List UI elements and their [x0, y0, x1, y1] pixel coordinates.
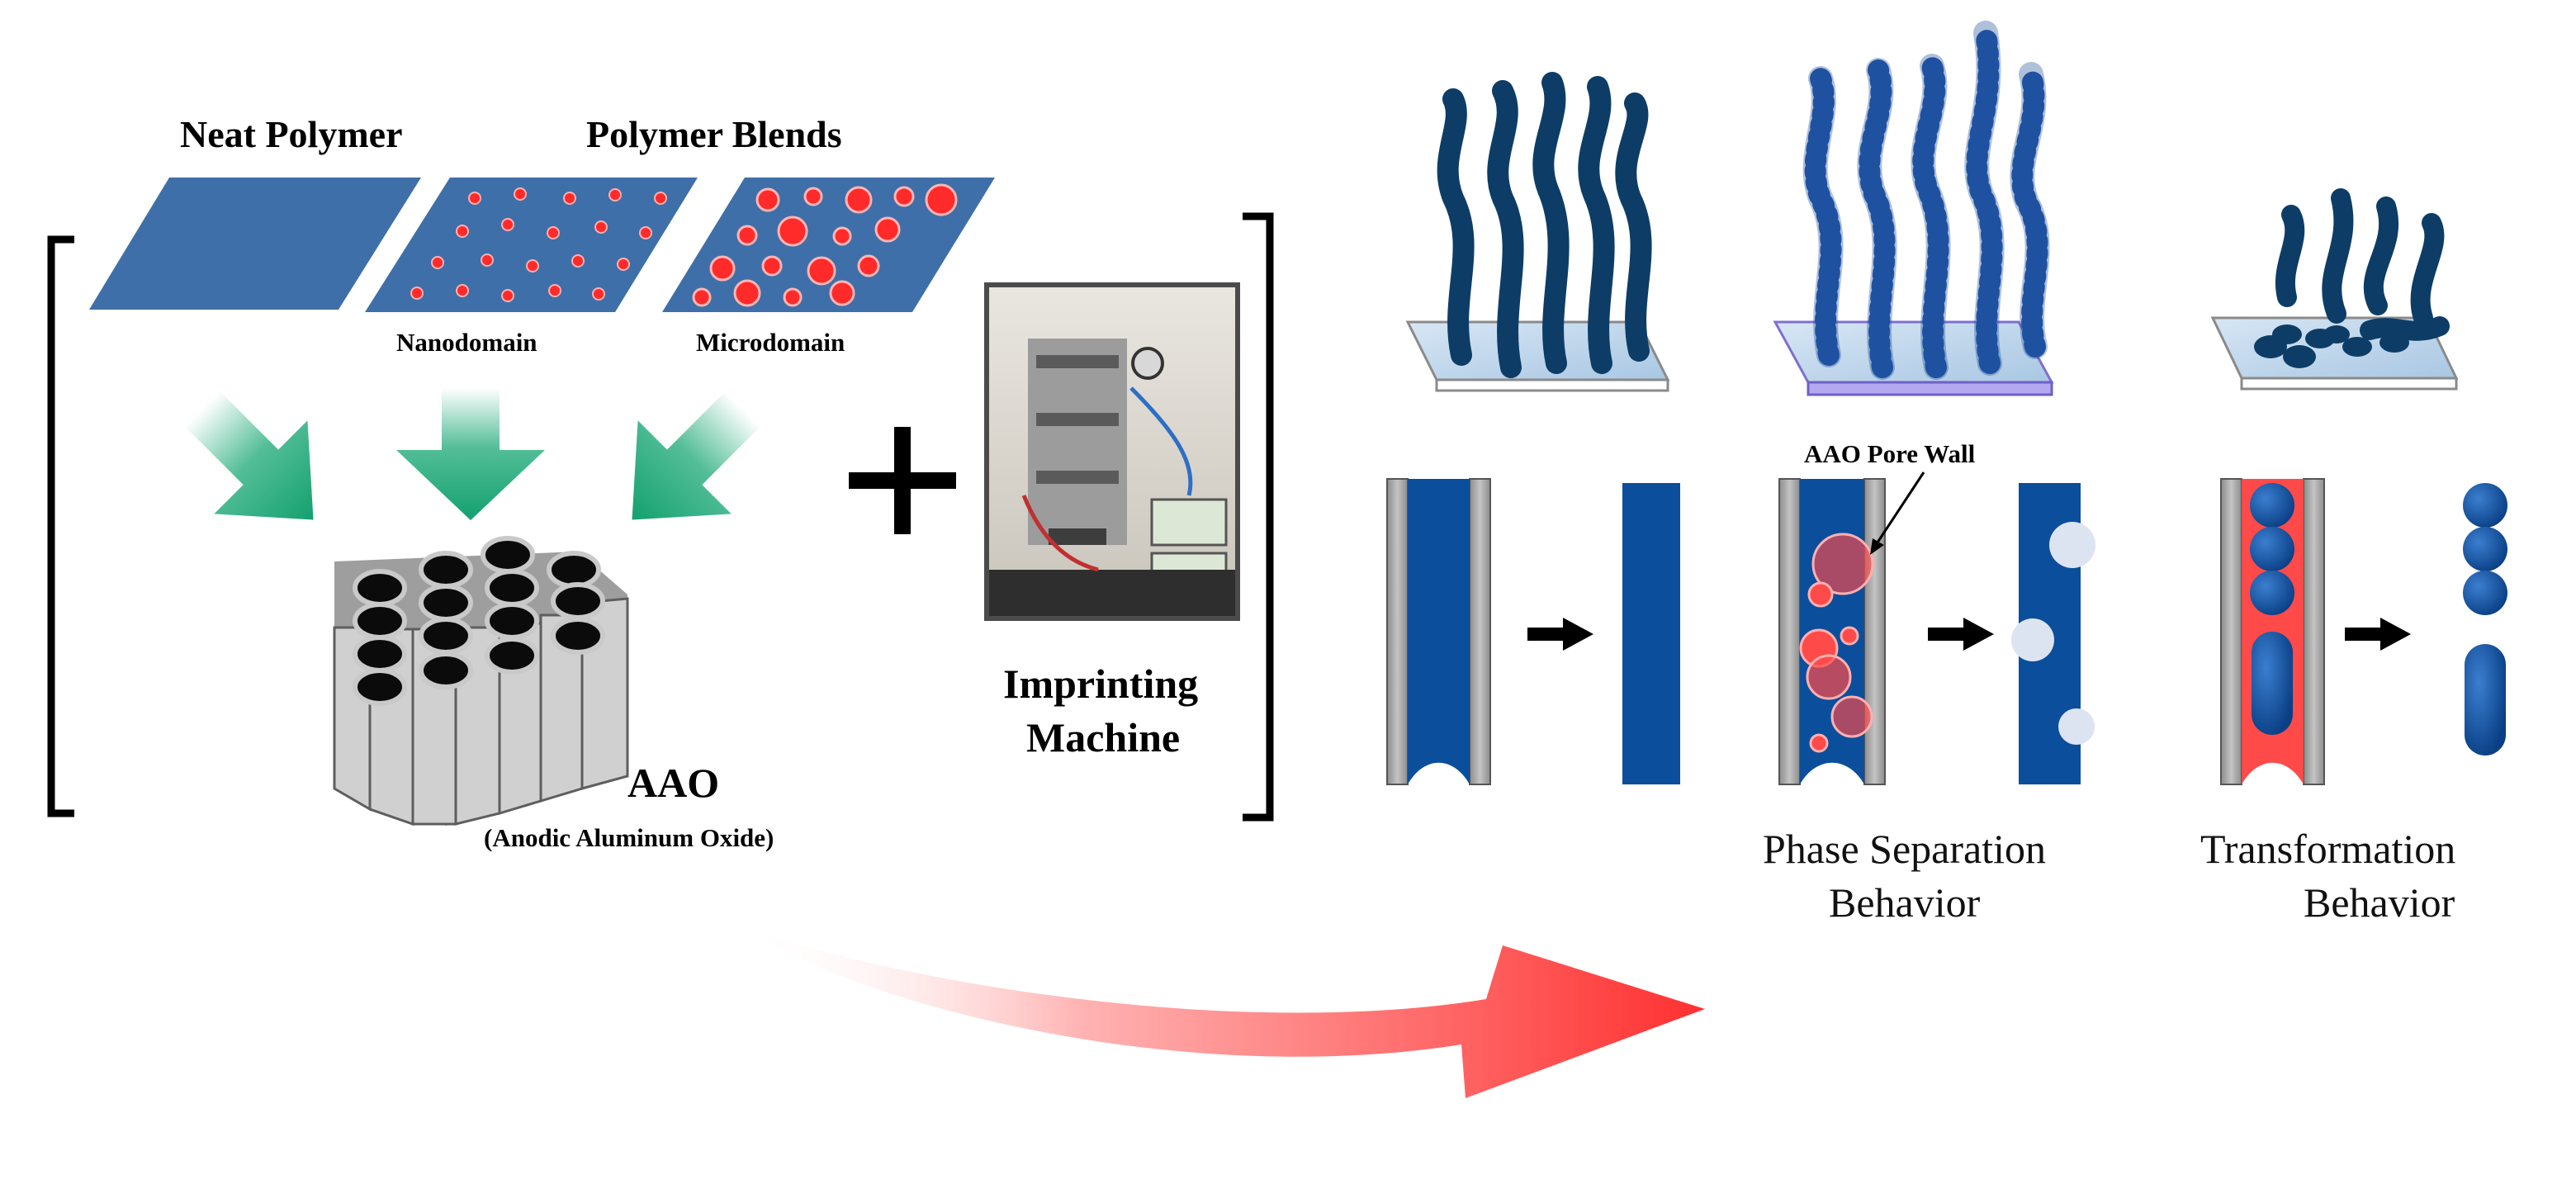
right-bracket: [1243, 212, 1274, 822]
transform-label-line1: Transformation: [2200, 826, 2455, 872]
neat-pore-schematic: [1386, 478, 1491, 785]
arrow-phase-sep: [1928, 618, 1994, 651]
plus-sign: [849, 427, 956, 534]
phase-sep-label-line2: Behavior: [1829, 879, 1981, 926]
process-arrow: [743, 926, 1705, 1098]
microdomain-dots: [692, 183, 958, 307]
domain-labels: Nanodomain Microdomain: [396, 328, 845, 357]
transformed-nanorods-array: [2210, 188, 2459, 391]
behavior-captions: Phase Separation Behavior Transformation…: [1763, 826, 2455, 926]
microdomain-film: [662, 178, 995, 312]
pore-wall-callout: AAO Pore Wall: [1804, 439, 1976, 555]
porous-nanorods-array: [1773, 21, 2054, 396]
arrow-transform: [2345, 618, 2411, 651]
transform-label-line2: Behavior: [2304, 879, 2455, 926]
imprinting-labels: Imprinting Machine: [1003, 661, 1198, 760]
nanodomain-film: [365, 178, 698, 312]
transform-pore-schematic: [2220, 478, 2325, 785]
neat-nanorod-released: [1622, 483, 1680, 784]
porous-nanorod-released: [2011, 483, 2095, 784]
nanodomain-label: Nanodomain: [396, 328, 537, 357]
polymer-blends-label: Polymer Blends: [586, 113, 842, 155]
left-bracket: [47, 235, 74, 817]
aao-block: [333, 536, 629, 827]
phase-sep-label-line1: Phase Separation: [1763, 826, 2046, 872]
aao-full-label: (Anodic Aluminum Oxide): [484, 823, 774, 852]
nanodomain-dots: [410, 187, 667, 302]
imprinting-label-line1: Imprinting: [1003, 661, 1198, 707]
film-labels: Neat Polymer Polymer Blends: [180, 113, 842, 155]
neat-polymer-film: [89, 178, 421, 310]
aao-label: AAO: [627, 760, 719, 806]
neat-polymer-label: Neat Polymer: [180, 113, 403, 155]
phase-sep-pore-schematic: [1778, 478, 1886, 785]
microdomain-label: Microdomain: [696, 328, 845, 357]
green-arrows: [184, 388, 761, 520]
aao-pores: [353, 536, 605, 706]
arrow-neat: [1527, 618, 1593, 651]
green-arrow-right: [632, 391, 761, 520]
imprinting-label-line2: Machine: [1026, 714, 1180, 760]
green-arrow-left: [184, 391, 314, 520]
nanorods-array: [1405, 72, 1670, 392]
green-arrow-center: [396, 388, 545, 520]
transformed-nanorod-released: [2463, 483, 2507, 756]
pore-wall-label: AAO Pore Wall: [1804, 439, 1976, 468]
aao-labels: AAO (Anodic Aluminum Oxide): [484, 760, 774, 852]
imprinting-machine-photo: [984, 282, 1240, 621]
